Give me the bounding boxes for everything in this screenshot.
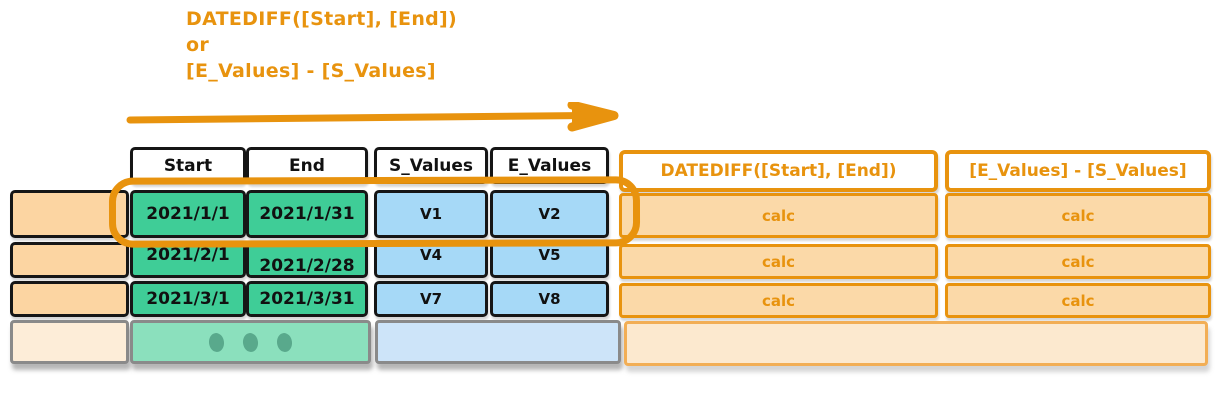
row-label-cell-2: [10, 242, 129, 278]
header-calc-datediff: DATEDIFF([Start], [End]): [619, 150, 938, 192]
dot: [241, 331, 260, 353]
e-value-r3: V8: [538, 290, 561, 308]
calc-subtraction-r1: calc: [1061, 206, 1095, 225]
start-date-cell-r3: 2021/3/1: [130, 281, 246, 317]
header-start: Start: [130, 147, 246, 184]
e-value-r2: V5: [538, 246, 561, 264]
calc-datediff-cell-r1: calc: [619, 193, 938, 238]
header-e-values: E_Values: [490, 147, 609, 184]
e-value-r1: V2: [538, 205, 561, 223]
calc-datediff-r1: calc: [761, 206, 796, 225]
dot: [207, 331, 226, 353]
continuation-calc-cell: [624, 321, 1208, 366]
continuation-dates-cell: [130, 320, 371, 364]
end-date-cell-r1: 2021/1/31: [246, 190, 368, 238]
calc-subtraction-cell-r1: calc: [945, 193, 1211, 238]
s-value-cell-r1: V1: [374, 190, 488, 238]
row-label-cell-1: [10, 190, 129, 238]
header-end: End: [246, 147, 368, 184]
end-date-cell-r3: 2021/3/31: [246, 281, 368, 317]
s-value-cell-r2: V4: [374, 242, 488, 278]
header-end-label: End: [289, 155, 325, 176]
calc-subtraction-r3: calc: [1061, 291, 1095, 310]
s-value-r1: V1: [419, 205, 443, 223]
header-s-values-label: S_Values: [388, 155, 474, 176]
start-date-cell-r1: 2021/1/1: [130, 190, 246, 238]
start-date-cell-r2: 2021/2/1: [130, 242, 246, 278]
end-date-r2: 2021/2/28: [259, 256, 355, 276]
s-value-r3: V7: [419, 290, 443, 308]
start-date-r2: 2021/2/1: [146, 245, 230, 265]
start-date-r1: 2021/1/1: [146, 204, 230, 224]
calc-subtraction-cell-r2: calc: [945, 244, 1211, 279]
end-date-cell-r2: 2021/2/28: [246, 242, 368, 278]
end-date-r1: 2021/1/31: [259, 204, 355, 224]
arrow-right-icon: [126, 100, 620, 132]
s-value-cell-r3: V7: [374, 281, 488, 317]
header-start-label: Start: [163, 155, 213, 176]
header-calc-subtraction: [E_Values] - [S_Values]: [945, 150, 1211, 192]
formula-line-subtraction: [E_Values] - [S_Values]: [186, 60, 436, 82]
e-value-cell-r2: V5: [490, 242, 609, 278]
dot: [275, 331, 294, 353]
header-e-values-label: E_Values: [507, 155, 592, 176]
calc-datediff-cell-r2: calc: [619, 244, 938, 279]
row-highlight-outline: [108, 176, 641, 248]
calc-subtraction-r2: calc: [1061, 252, 1095, 271]
calc-datediff-cell-r3: calc: [619, 283, 938, 318]
formula-line-datediff: DATEDIFF([Start], [End]): [186, 8, 458, 30]
formula-annotation: DATEDIFF([Start], [End]) or [E_Values] -…: [186, 6, 457, 84]
end-date-r3: 2021/3/31: [259, 289, 355, 309]
header-calc-datediff-label: DATEDIFF([Start], [End]): [660, 161, 897, 181]
row-label-cell-3: [10, 281, 129, 317]
continuation-row-label-cell: [10, 320, 129, 364]
three-dots-icon: [207, 331, 294, 353]
calc-subtraction-cell-r3: calc: [945, 283, 1211, 318]
calc-datediff-r2: calc: [761, 252, 796, 271]
calc-datediff-r3: calc: [761, 291, 796, 310]
s-value-r2: V4: [419, 246, 443, 264]
header-calc-subtraction-label: [E_Values] - [S_Values]: [969, 161, 1187, 181]
start-date-r3: 2021/3/1: [146, 289, 230, 309]
e-value-cell-r1: V2: [490, 190, 609, 238]
header-s-values: S_Values: [374, 147, 488, 184]
formula-line-or: or: [186, 34, 210, 56]
e-value-cell-r3: V8: [490, 281, 609, 317]
continuation-values-cell: [375, 320, 621, 364]
